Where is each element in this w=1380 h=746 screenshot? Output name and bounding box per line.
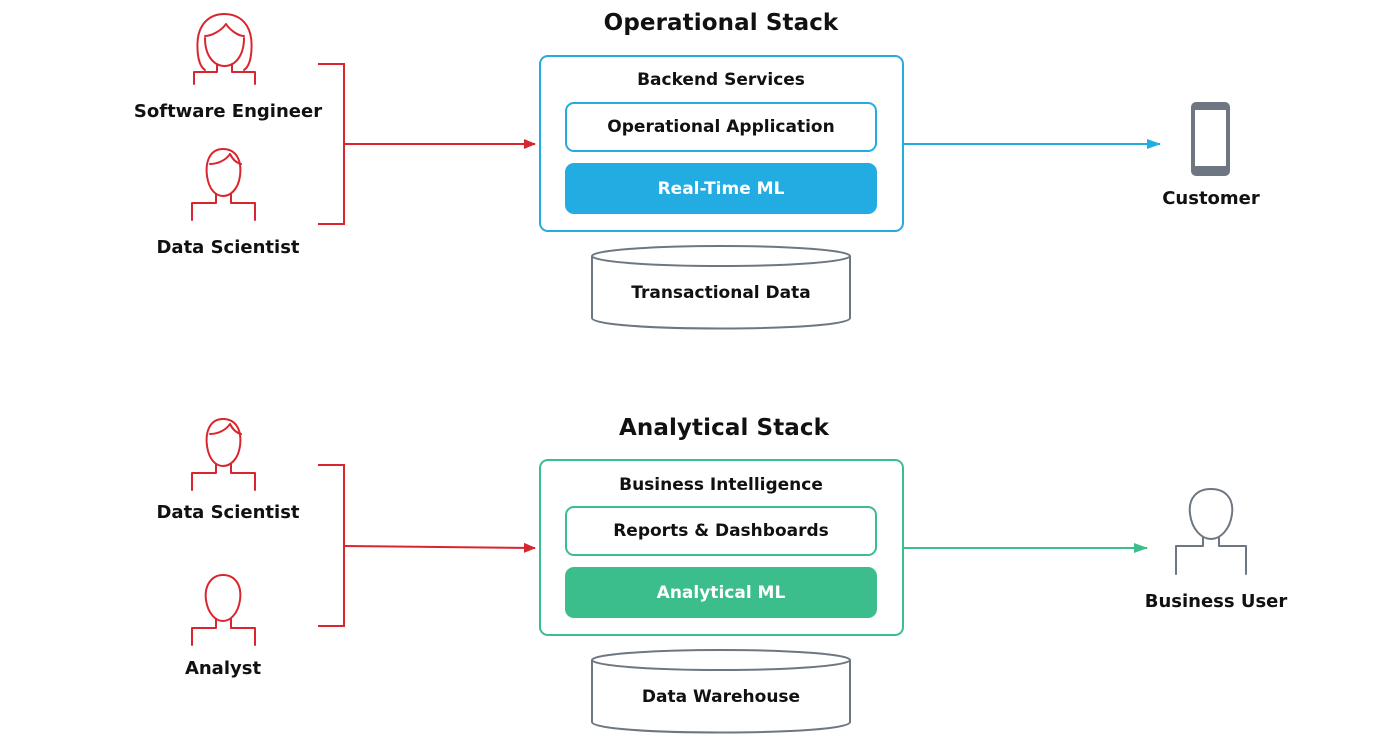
real-time-ml-box[interactable]: Real-Time ML	[565, 163, 877, 214]
person-icon	[191, 574, 256, 646]
operational-bracket	[318, 63, 345, 225]
man-icon	[191, 148, 256, 221]
transactional-data-label: Transactional Data	[631, 283, 811, 303]
backend-services-title: Backend Services	[637, 70, 805, 90]
software-engineer-label: Software Engineer	[133, 101, 323, 122]
analytical-input-arrow	[343, 542, 536, 553]
customer-label: Customer	[1162, 188, 1260, 209]
transactional-database-icon	[591, 245, 851, 330]
smartphone-icon	[1191, 102, 1230, 176]
operational-stack-title: Operational Stack	[603, 10, 839, 36]
data-scientist-label: Data Scientist	[156, 237, 300, 258]
analytical-stack-title: Analytical Stack	[618, 415, 830, 441]
reports-dashboards-box[interactable]: Reports & Dashboards	[565, 506, 877, 556]
analyst-label: Analyst	[184, 658, 262, 679]
business-intelligence-title: Business Intelligence	[619, 475, 823, 495]
warehouse-database-icon	[591, 649, 851, 734]
operational-application-box[interactable]: Operational Application	[565, 102, 877, 152]
data-warehouse-label: Data Warehouse	[641, 687, 801, 707]
man-icon	[191, 418, 256, 491]
woman-icon	[193, 13, 256, 85]
analytical-ml-box[interactable]: Analytical ML	[565, 567, 877, 618]
analytical-bracket	[318, 464, 345, 627]
data-scientist-label: Data Scientist	[156, 502, 300, 523]
business-user-label: Business User	[1144, 591, 1288, 612]
user-icon	[1175, 488, 1247, 575]
